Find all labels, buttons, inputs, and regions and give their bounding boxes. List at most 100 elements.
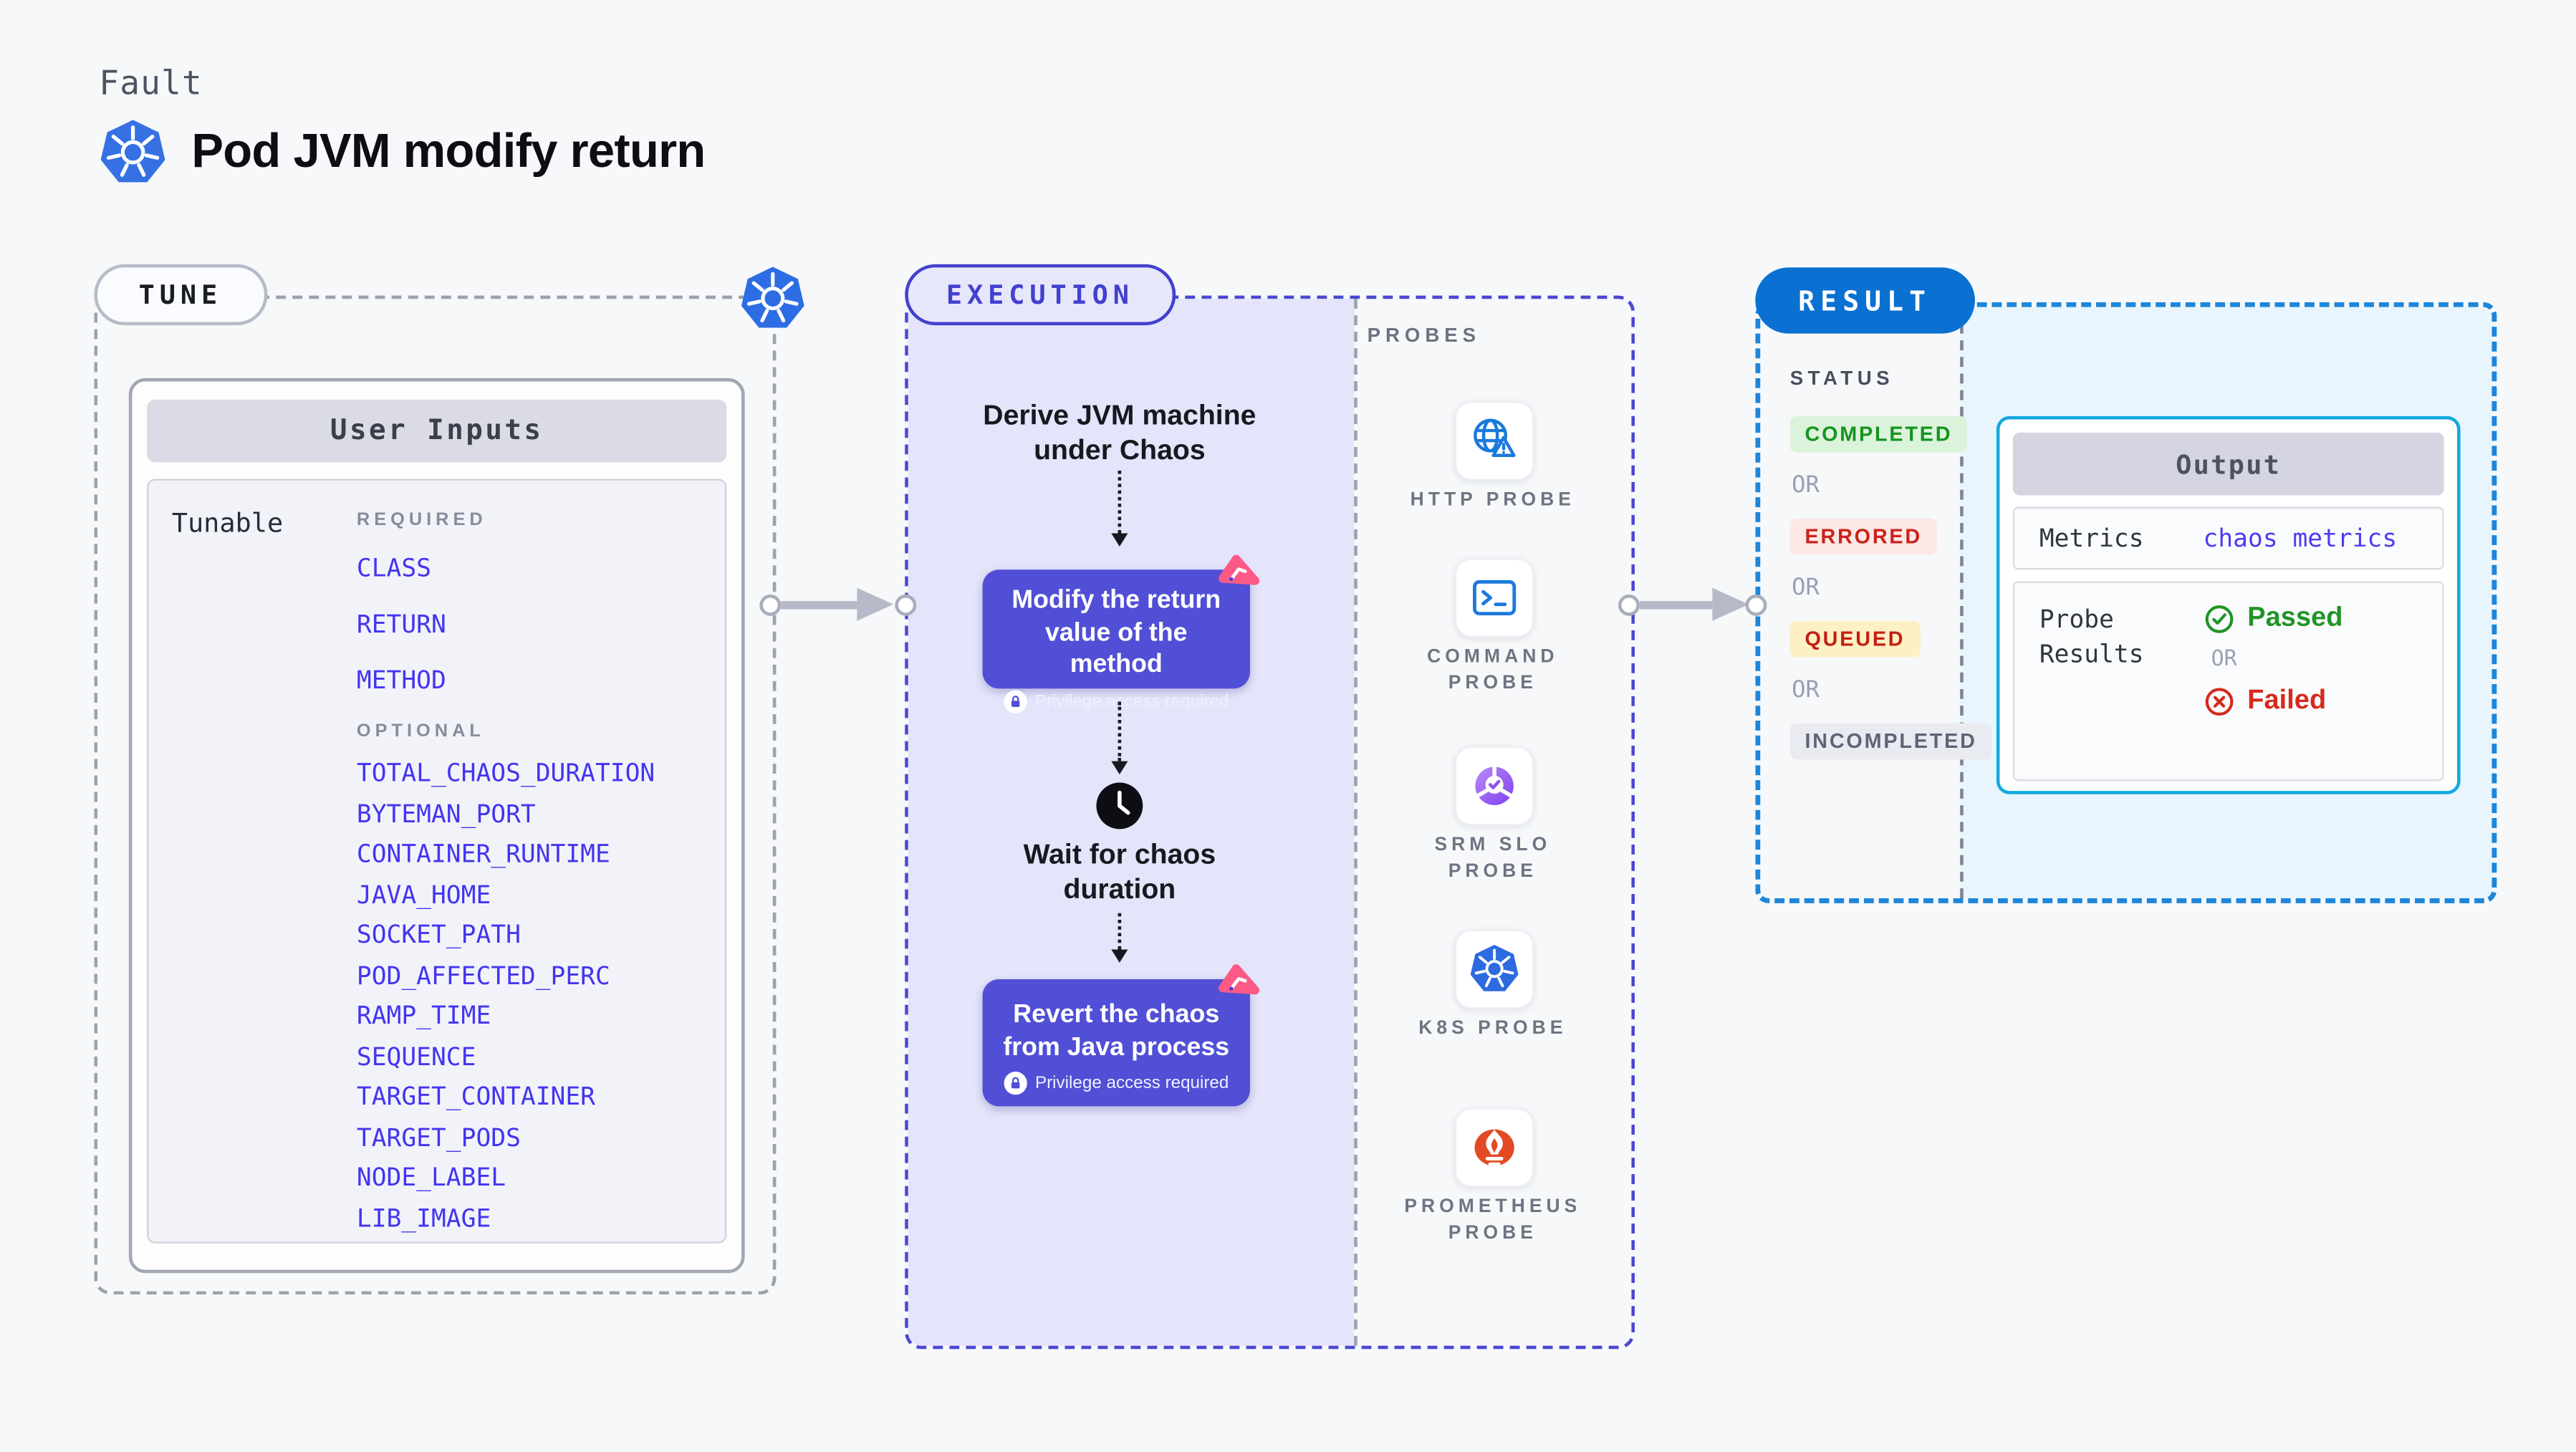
flow-arrow xyxy=(1118,701,1122,761)
probes-label: PROBES xyxy=(1367,323,1481,347)
modify-step-box: Modify the return value of the method Pr… xyxy=(982,569,1250,713)
privilege-note: Privilege access required xyxy=(996,1072,1237,1095)
user-inputs-card: User Inputs Tunable REQUIRED CLASS RETUR… xyxy=(128,378,745,1274)
k8s-probe-label: K8S PROBE xyxy=(1418,1019,1567,1039)
prometheus-probe-card xyxy=(1454,1107,1534,1188)
tunable-panel: Tunable REQUIRED CLASS RETURN METHOD OPT… xyxy=(147,479,727,1244)
kubernetes-icon xyxy=(1468,943,1521,996)
flow-arrow-head-icon xyxy=(1111,761,1128,775)
or-label: OR xyxy=(2211,647,2237,673)
metrics-label: Metrics xyxy=(2039,523,2144,554)
kubernetes-icon xyxy=(97,117,168,188)
param-sequence[interactable]: SEQUENCE xyxy=(356,1041,476,1071)
output-title: Output xyxy=(2012,432,2444,496)
status-label: STATUS xyxy=(1789,366,1895,390)
param-pod-affected-perc[interactable]: POD_AFFECTED_PERC xyxy=(356,960,610,990)
http-probe-label: HTTP PROBE xyxy=(1410,490,1575,511)
param-target-container[interactable]: TARGET_CONTAINER xyxy=(356,1081,595,1112)
privilege-label: Privilege access required xyxy=(1034,691,1229,711)
param-byteman-port[interactable]: BYTEMAN_PORT xyxy=(356,798,536,829)
metrics-row: Metrics chaos metrics xyxy=(2012,506,2444,570)
param-container-runtime[interactable]: CONTAINER_RUNTIME xyxy=(356,839,610,869)
probe-results-label: Probe Results xyxy=(2039,604,2144,669)
result-badge: RESULT xyxy=(1755,267,1975,334)
status-output-divider xyxy=(1960,307,1964,898)
litmus-chaos-icon xyxy=(1217,553,1261,597)
probe-results-row: Probe Results Passed OR Failed xyxy=(2012,581,2444,782)
parameter-column: REQUIRED CLASS RETURN METHOD OPTIONAL TO… xyxy=(356,500,702,1232)
param-node-label[interactable]: NODE_LABEL xyxy=(356,1162,506,1193)
probe-results-values: Passed OR Failed xyxy=(2204,602,2343,759)
param-target-pods[interactable]: TARGET_PODS xyxy=(356,1122,521,1152)
param-lib-image[interactable]: LIB_IMAGE xyxy=(356,1203,491,1233)
arrow-head-icon xyxy=(857,587,894,620)
privilege-label: Privilege access required xyxy=(1034,1073,1229,1093)
wait-step-label: Wait for chaos duration xyxy=(1023,839,1216,905)
flow-arrow xyxy=(1118,470,1122,534)
lock-icon xyxy=(1004,1072,1027,1095)
srm-slo-probe-card xyxy=(1454,746,1534,826)
tune-section: TUNE User Inputs Tunable REQUIRED CLASS … xyxy=(94,264,776,1295)
revert-step-box: Revert the chaos from Java process Privi… xyxy=(982,979,1250,1107)
execution-badge: EXECUTION xyxy=(905,264,1176,326)
k8s-probe-card xyxy=(1454,929,1534,1009)
user-inputs-title: User Inputs xyxy=(147,399,727,463)
passed-label: Passed xyxy=(2247,602,2343,633)
param-class[interactable]: CLASS xyxy=(356,553,431,583)
param-socket-path[interactable]: SOCKET_PATH xyxy=(356,919,521,950)
prometheus-probe-label: PROMETHEUS PROBE xyxy=(1404,1197,1582,1244)
arrow-line xyxy=(781,600,857,609)
probes-divider xyxy=(1354,299,1357,1346)
globe-warning-icon xyxy=(1468,415,1521,468)
result-section: RESULT STATUS COMPLETED OR ERRORED OR QU… xyxy=(1755,267,2497,903)
status-badge-incompleted: INCOMPLETED xyxy=(1789,723,1992,760)
command-probe-label: COMMAND PROBE xyxy=(1427,647,1559,694)
flow-arrow xyxy=(1118,913,1122,950)
tunable-label: Tunable xyxy=(171,506,284,539)
failed-row: Failed xyxy=(2204,686,2342,717)
param-method[interactable]: METHOD xyxy=(356,665,446,696)
flow-arrow-head-icon xyxy=(1111,949,1128,963)
status-badge-queued: QUEUED xyxy=(1789,620,1921,658)
slo-pie-check-icon xyxy=(1468,759,1521,812)
optional-label: OPTIONAL xyxy=(356,721,485,742)
http-probe-card xyxy=(1454,401,1534,481)
connector-dot xyxy=(1618,593,1640,615)
arrow-line xyxy=(1639,600,1713,609)
flow-arrow-head-icon xyxy=(1111,533,1128,547)
arrow-head-icon xyxy=(1712,587,1749,620)
srm-slo-probe-label: SRM SLO PROBE xyxy=(1434,835,1552,882)
metrics-value: chaos metrics xyxy=(2203,523,2398,554)
or-label: OR xyxy=(1792,677,1820,703)
revert-step-label: Revert the chaos from Java process xyxy=(1003,1000,1230,1062)
output-card: Output Metrics chaos metrics Probe Resul… xyxy=(1996,415,2461,794)
lock-icon xyxy=(1004,689,1027,713)
param-ramp-time[interactable]: RAMP_TIME xyxy=(356,1000,491,1031)
modify-step-label: Modify the return value of the method xyxy=(1011,586,1221,679)
or-label: OR xyxy=(1792,472,1820,499)
terminal-icon xyxy=(1468,572,1521,625)
check-circle-icon xyxy=(2204,604,2234,633)
required-label: REQUIRED xyxy=(356,510,487,530)
kubernetes-icon xyxy=(738,264,807,334)
param-java-home[interactable]: JAVA_HOME xyxy=(356,879,491,909)
connector-dot xyxy=(759,593,782,615)
litmus-chaos-icon xyxy=(1217,963,1261,1007)
fault-kicker: Fault xyxy=(99,62,203,102)
execution-section: EXECUTION Derive JVM machine under Chaos… xyxy=(905,264,1635,1350)
prometheus-flame-icon xyxy=(1468,1121,1521,1174)
param-total-chaos-duration[interactable]: TOTAL_CHAOS_DURATION xyxy=(356,758,655,788)
privilege-note: Privilege access required xyxy=(996,689,1237,713)
page-header: Pod JVM modify return xyxy=(97,117,706,188)
command-probe-card xyxy=(1454,558,1534,638)
connector-dot xyxy=(1745,593,1767,615)
x-circle-icon xyxy=(2204,686,2234,716)
status-column: STATUS COMPLETED OR ERRORED OR QUEUED OR… xyxy=(1789,366,1992,779)
connector-dot xyxy=(895,593,917,615)
page-title: Pod JVM modify return xyxy=(191,125,706,178)
or-label: OR xyxy=(1792,574,1820,602)
derive-step-label: Derive JVM machine under Chaos xyxy=(983,399,1256,466)
tune-badge: TUNE xyxy=(94,264,267,326)
param-return[interactable]: RETURN xyxy=(356,609,446,640)
